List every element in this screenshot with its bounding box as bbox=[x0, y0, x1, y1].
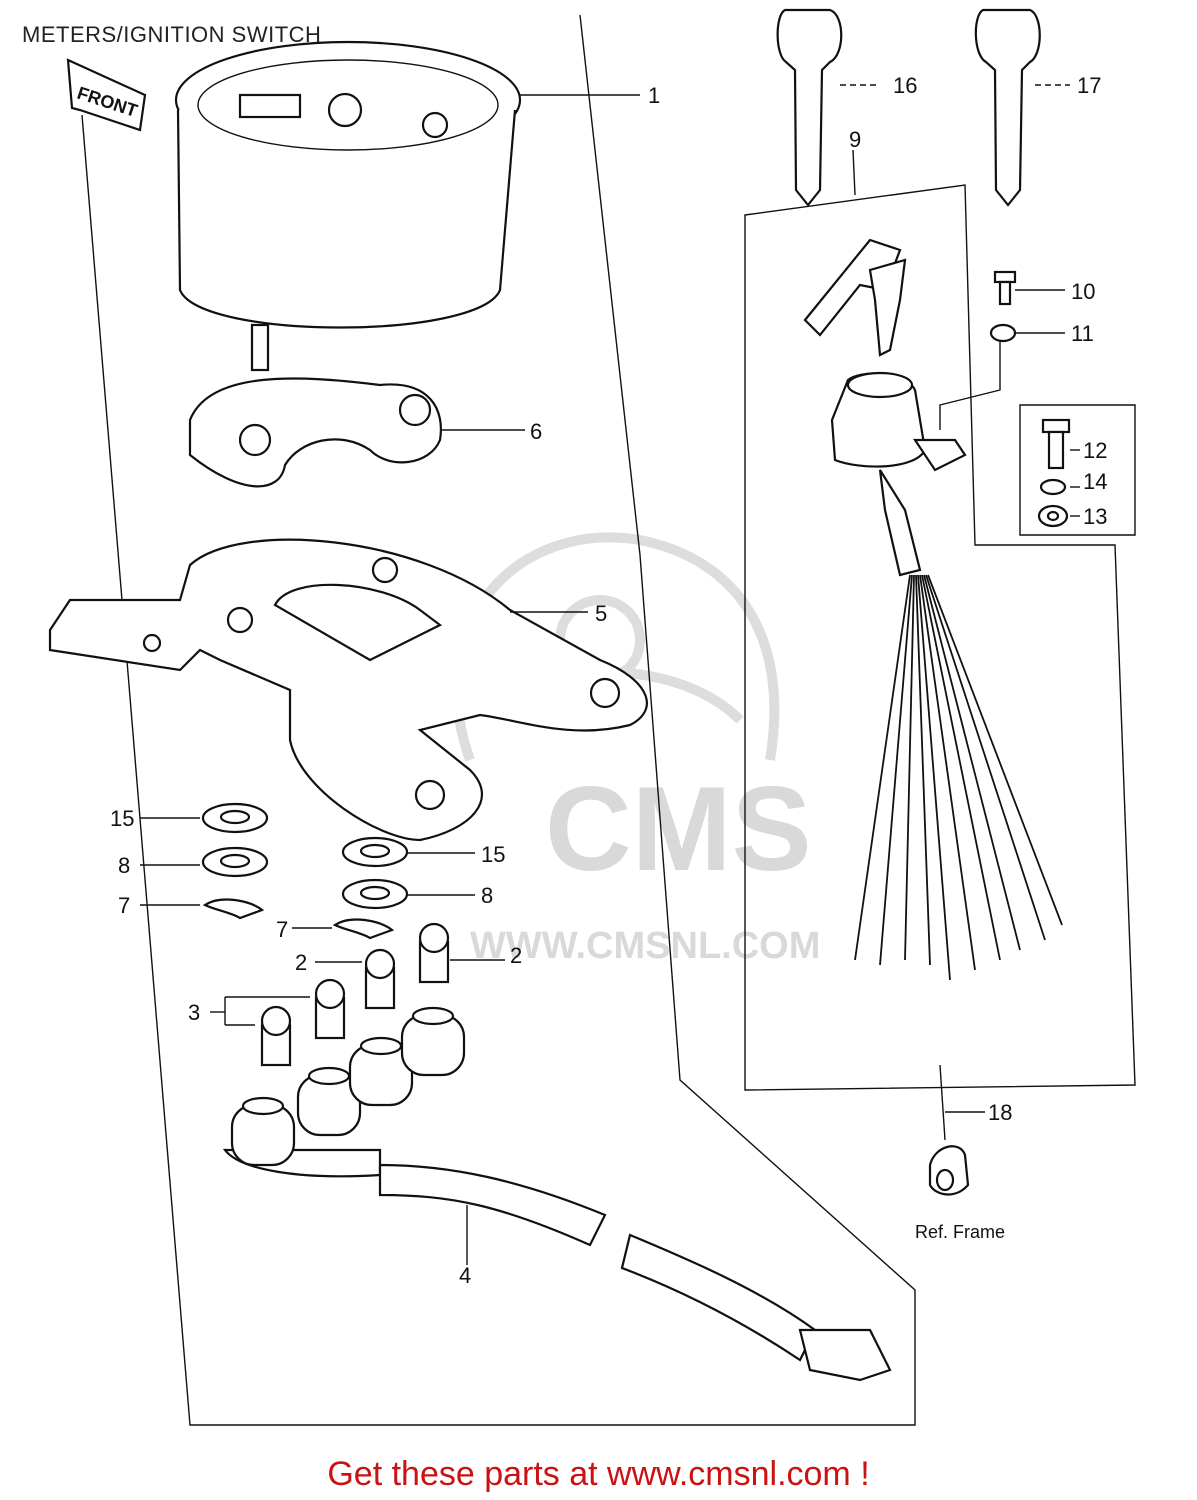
washer-part-8-right bbox=[341, 878, 409, 910]
leader-lines bbox=[140, 84, 1080, 1265]
callout-7-right: 7 bbox=[276, 917, 288, 942]
callout-18: 18 bbox=[988, 1100, 1012, 1125]
ignition-wires bbox=[854, 574, 1063, 981]
callout-9: 9 bbox=[849, 127, 861, 152]
screw-part-10 bbox=[993, 270, 1017, 306]
callout-15-right: 15 bbox=[481, 842, 505, 867]
callout-2-right: 2 bbox=[510, 943, 522, 968]
bulb-part-3-b bbox=[260, 1005, 292, 1067]
callout-2-left: 2 bbox=[295, 950, 307, 975]
callout-6: 6 bbox=[530, 419, 542, 444]
meter-assembly-outline bbox=[81, 14, 1136, 1426]
watermark-brand: CMS bbox=[545, 762, 812, 896]
washer-part-15-left bbox=[201, 802, 269, 834]
cushion-part-6 bbox=[188, 377, 442, 488]
ref-frame-label: Ref. Frame bbox=[915, 1222, 1005, 1242]
bulb-part-3-a bbox=[314, 978, 346, 1040]
clip-part-7-left bbox=[202, 898, 265, 920]
front-arrow: FRONT bbox=[66, 58, 147, 132]
washer-part-13 bbox=[1037, 504, 1069, 528]
socket-harness-part-4 bbox=[222, 1006, 892, 1382]
callout-10: 10 bbox=[1071, 279, 1095, 304]
callout-12: 12 bbox=[1083, 438, 1107, 463]
callout-1: 1 bbox=[648, 83, 660, 108]
callout-8-left: 8 bbox=[118, 853, 130, 878]
callout-11: 11 bbox=[1071, 321, 1094, 346]
callout-14: 14 bbox=[1083, 469, 1107, 494]
cap-part-18 bbox=[928, 1145, 970, 1196]
meter-part-1 bbox=[174, 40, 522, 372]
page-title: METERS/IGNITION SWITCH bbox=[22, 22, 322, 47]
bolt-part-12 bbox=[1041, 418, 1071, 470]
washer-part-15-right bbox=[341, 836, 409, 868]
washer-part-14 bbox=[1039, 478, 1067, 496]
key-part-16 bbox=[776, 8, 843, 207]
callout-13: 13 bbox=[1083, 504, 1107, 529]
ignition-switch-part-9 bbox=[803, 238, 967, 577]
callout-16: 16 bbox=[893, 73, 917, 98]
callout-8-right: 8 bbox=[481, 883, 493, 908]
callout-4: 4 bbox=[459, 1263, 471, 1288]
washer-part-11 bbox=[989, 323, 1017, 343]
washer-part-8-left bbox=[201, 846, 269, 878]
footer-banner[interactable]: Get these parts at www.cmsnl.com ! bbox=[327, 1455, 870, 1493]
callout-15-left: 15 bbox=[110, 806, 134, 831]
clip-part-7-right bbox=[332, 918, 395, 940]
key-part-17 bbox=[974, 8, 1041, 207]
callout-3: 3 bbox=[188, 1000, 200, 1025]
callout-17: 17 bbox=[1077, 73, 1101, 98]
callout-5: 5 bbox=[595, 601, 607, 626]
watermark-site: WWW.CMSNL.COM bbox=[470, 925, 821, 967]
bulb-part-2-a bbox=[418, 922, 450, 984]
bulb-part-2-b bbox=[364, 948, 396, 1010]
bracket-part-5 bbox=[48, 538, 648, 842]
callout-7-left: 7 bbox=[118, 893, 130, 918]
